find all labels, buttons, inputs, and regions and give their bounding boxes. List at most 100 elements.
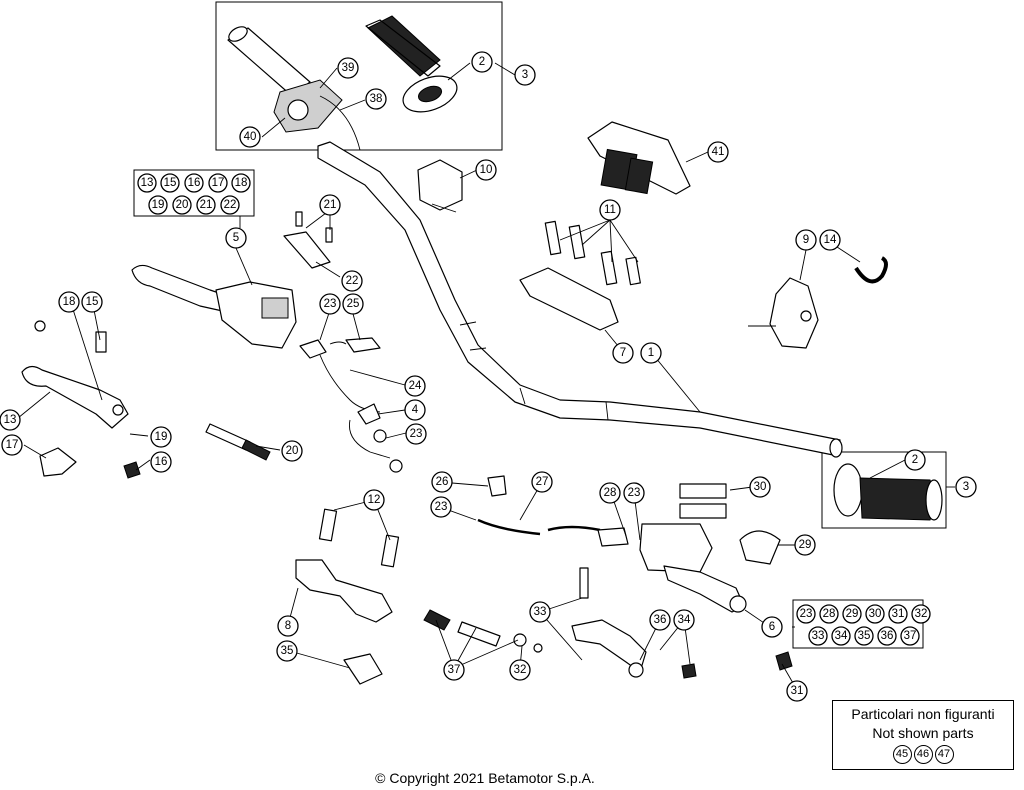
kit-right-num-29[interactable]: 29: [842, 604, 862, 624]
kit-right-num-31[interactable]: 31: [888, 604, 908, 624]
callout-23-b[interactable]: 23: [405, 423, 427, 445]
callout-33[interactable]: 33: [529, 601, 551, 623]
svg-text:19: 19: [152, 199, 165, 211]
callout-2-top[interactable]: 2: [471, 51, 493, 73]
hydraulic-fittings-25: [299, 337, 381, 359]
right-kit-numbers: 23 28 29 30 31 33 34 35 36 37: [796, 604, 920, 646]
callout-28[interactable]: 28: [599, 482, 621, 504]
callout-41[interactable]: 41: [707, 141, 729, 163]
callout-1[interactable]: 1: [640, 342, 662, 364]
svg-text:13: 13: [4, 414, 17, 426]
callout-23-d[interactable]: 23: [623, 482, 645, 504]
kit-left-num-22[interactable]: 22: [220, 195, 240, 215]
callout-25[interactable]: 25: [342, 293, 364, 315]
svg-text:11: 11: [604, 204, 616, 216]
callout-3-right[interactable]: 3: [955, 476, 977, 498]
callout-21[interactable]: 21: [319, 194, 341, 216]
banjo-fittings: [348, 403, 403, 473]
callout-26[interactable]: 26: [431, 471, 453, 493]
callout-31[interactable]: 31: [786, 680, 808, 702]
kit-right-num-28[interactable]: 28: [819, 604, 839, 624]
callout-13[interactable]: 13: [0, 409, 21, 431]
callout-2-right[interactable]: 2: [904, 449, 926, 471]
svg-text:18: 18: [235, 177, 248, 189]
kit-right-num-34[interactable]: 34: [831, 626, 851, 646]
legend-number-46[interactable]: 46: [913, 745, 933, 764]
callout-32[interactable]: 32: [509, 659, 531, 681]
svg-text:24: 24: [409, 380, 422, 392]
callout-10[interactable]: 10: [475, 159, 497, 181]
kit-left-num-13[interactable]: 13: [137, 173, 157, 193]
legend-number-45[interactable]: 45: [892, 745, 912, 764]
left-lever-kit-box: [133, 169, 255, 217]
callout-29[interactable]: 29: [794, 534, 816, 556]
kit-left-num-20[interactable]: 20: [172, 195, 192, 215]
callout-7[interactable]: 7: [612, 342, 634, 364]
kit-left-num-18[interactable]: 18: [231, 173, 251, 193]
kit-right-num-36[interactable]: 36: [877, 626, 897, 646]
kit-left-num-15[interactable]: 15: [160, 173, 180, 193]
svg-text:40: 40: [244, 131, 257, 143]
throttle-assembly-frame: [215, 1, 503, 151]
callout-3-top[interactable]: 3: [514, 64, 536, 86]
callout-22[interactable]: 22: [341, 270, 363, 292]
callout-23-c[interactable]: 23: [430, 496, 452, 518]
kit-right-num-23[interactable]: 23: [796, 604, 816, 624]
svg-text:27: 27: [536, 476, 549, 488]
callout-38[interactable]: 38: [365, 88, 387, 110]
kit-right-num-33[interactable]: 33: [808, 626, 828, 646]
svg-text:37: 37: [448, 664, 461, 676]
svg-text:33: 33: [812, 630, 825, 642]
not-shown-parts-legend: Particolari non figuranti Not shown part…: [832, 700, 1014, 770]
callout-40[interactable]: 40: [239, 126, 261, 148]
kit-left-num-17[interactable]: 17: [208, 173, 228, 193]
kit-left-num-21[interactable]: 21: [196, 195, 216, 215]
svg-text:17: 17: [6, 439, 19, 451]
kit-right-num-37[interactable]: 37: [900, 626, 920, 646]
callout-16[interactable]: 16: [150, 451, 172, 473]
svg-text:34: 34: [678, 614, 691, 626]
callout-27[interactable]: 27: [531, 471, 553, 493]
svg-text:21: 21: [200, 199, 213, 211]
callout-20[interactable]: 20: [281, 440, 303, 462]
callout-6[interactable]: 6: [761, 616, 783, 638]
callout-19[interactable]: 19: [150, 426, 172, 448]
handlebar: [317, 141, 843, 458]
callout-37[interactable]: 37: [443, 659, 465, 681]
legend-number-47[interactable]: 47: [934, 745, 954, 764]
svg-text:29: 29: [799, 539, 812, 551]
callout-39[interactable]: 39: [337, 57, 359, 79]
callout-14[interactable]: 14: [819, 229, 841, 251]
callout-34[interactable]: 34: [673, 609, 695, 631]
callout-30[interactable]: 30: [749, 476, 771, 498]
callout-12[interactable]: 12: [363, 489, 385, 511]
kit-right-num-30[interactable]: 30: [865, 604, 885, 624]
callout-8[interactable]: 8: [277, 615, 299, 637]
clutch-lever-assembly: [131, 211, 333, 349]
kit-right-num-35[interactable]: 35: [854, 626, 874, 646]
callout-35[interactable]: 35: [276, 640, 298, 662]
svg-text:30: 30: [869, 608, 882, 620]
svg-text:30: 30: [754, 481, 767, 493]
svg-text:3: 3: [522, 69, 528, 81]
callout-4[interactable]: 4: [404, 399, 426, 421]
callout-15[interactable]: 15: [81, 291, 103, 313]
callout-36[interactable]: 36: [649, 609, 671, 631]
callout-18[interactable]: 18: [58, 291, 80, 313]
callout-17[interactable]: 17: [1, 434, 23, 456]
kit-right-num-32-label[interactable]: 32: [911, 604, 931, 624]
svg-text:9: 9: [803, 234, 809, 246]
callout-11[interactable]: 11: [599, 199, 621, 221]
callout-23-a[interactable]: 23: [319, 293, 341, 315]
legend-numbers: 45 46 47: [833, 745, 1013, 764]
callout-5[interactable]: 5: [225, 227, 247, 249]
kit-left-num-19[interactable]: 19: [148, 195, 168, 215]
callout-24[interactable]: 24: [404, 375, 426, 397]
svg-text:22: 22: [346, 275, 359, 287]
svg-text:33: 33: [534, 606, 547, 618]
svg-text:34: 34: [835, 630, 848, 642]
kit-left-num-16[interactable]: 16: [184, 173, 204, 193]
svg-text:41: 41: [712, 146, 725, 158]
callout-9[interactable]: 9: [795, 229, 817, 251]
svg-text:23: 23: [410, 428, 423, 440]
